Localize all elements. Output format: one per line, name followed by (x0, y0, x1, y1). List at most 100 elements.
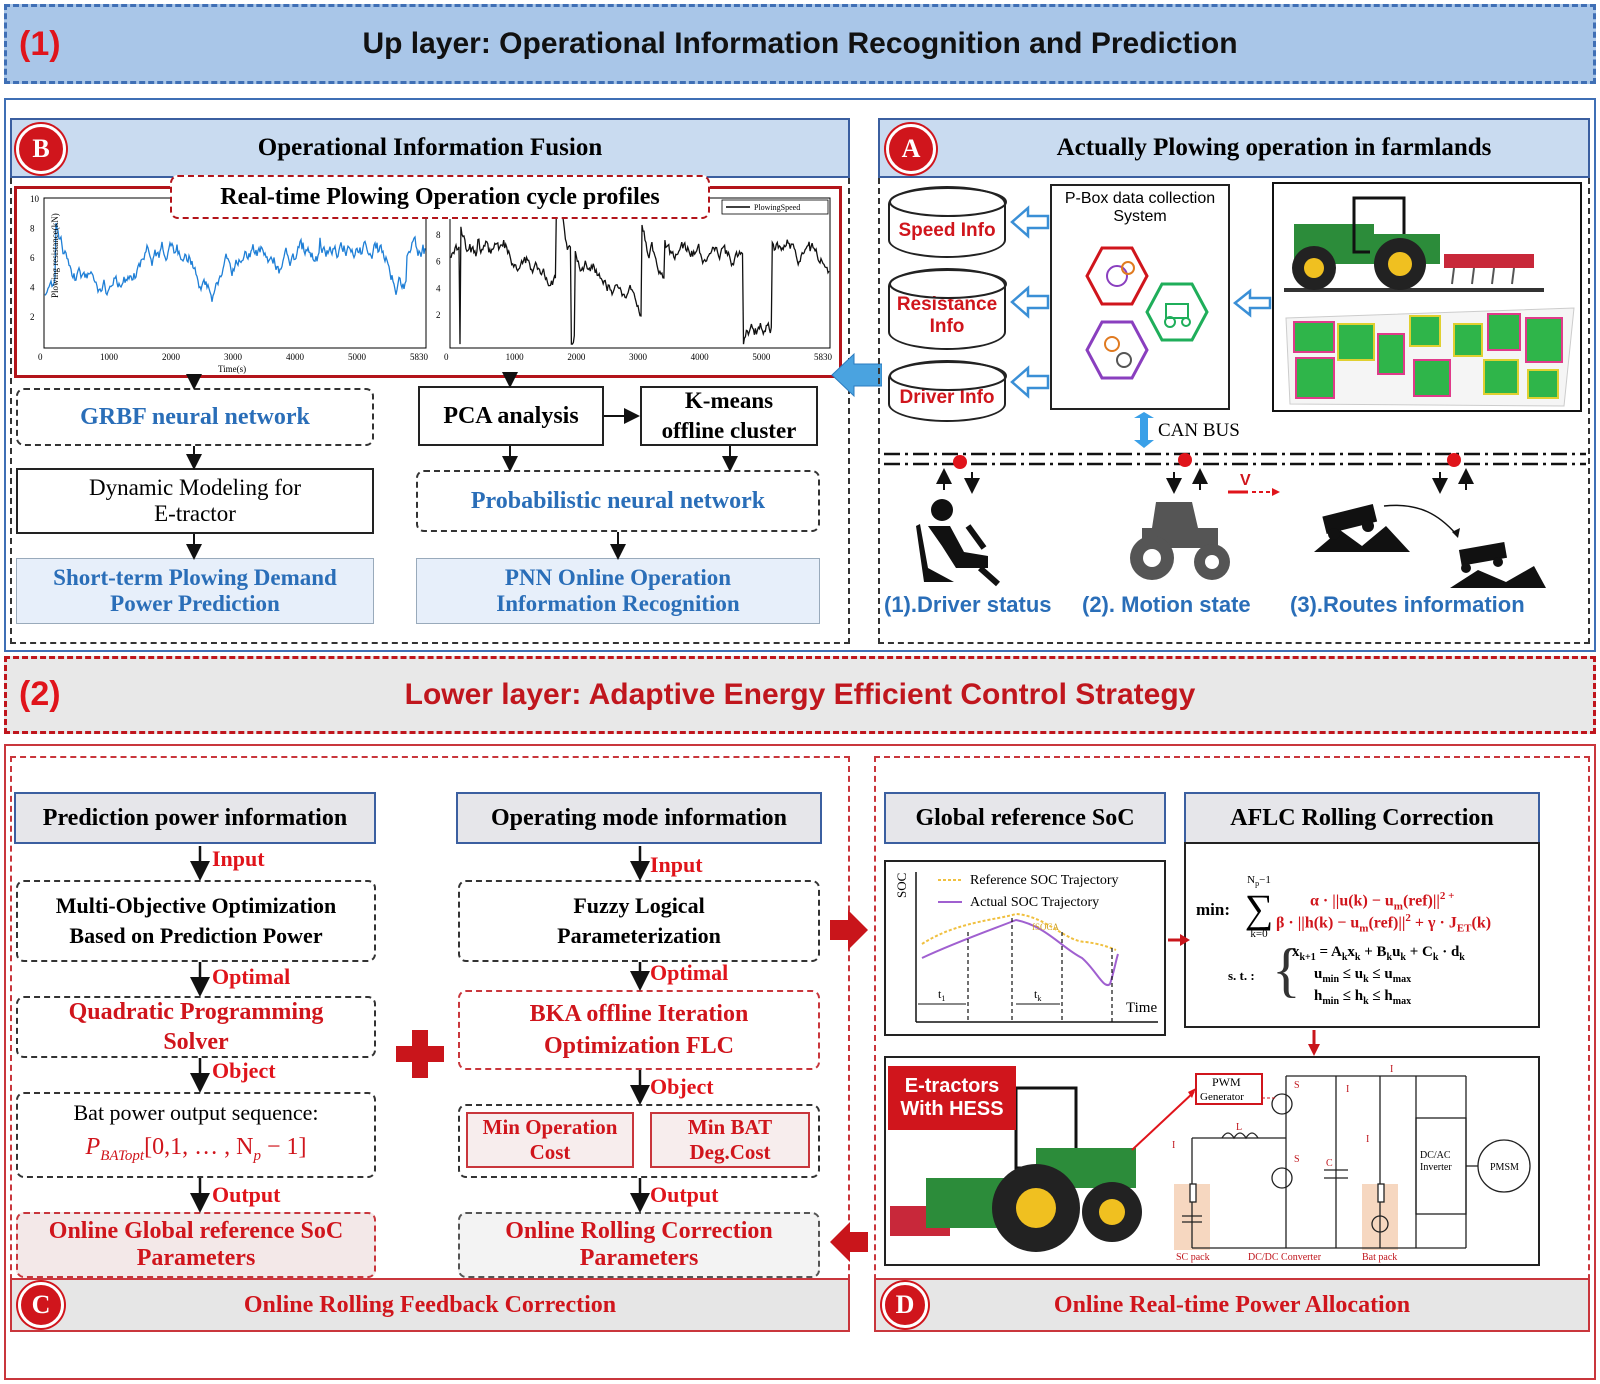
soc-trajectory-chart: SOC Time Reference SOC Trajectory Actual… (894, 872, 1158, 1023)
constraint-2: umin ≤ uk ≤ umax (1314, 966, 1412, 985)
resistance-line-2: Info (929, 316, 965, 337)
dyn-line-1: Dynamic Modeling for (88, 475, 302, 500)
sum-symbol: Np−1 ∑ k=0 (1242, 874, 1276, 941)
isc-label: I (1172, 1140, 1175, 1151)
st-label: s. t. : (1228, 968, 1255, 983)
panel-c-footer-label: Online Rolling Feedback Correction (243, 1291, 617, 1318)
plus-icon (396, 1030, 444, 1078)
op-mode-header: Operating mode information (456, 792, 822, 844)
right-yticks-tick: 4 (436, 283, 441, 293)
t1-label: t1 (938, 987, 945, 1003)
left-xticks-tick: 4000 (286, 352, 305, 362)
dcdc-label: DC/DC Converter (1248, 1252, 1322, 1263)
qp-line-1: Quadratic Programming (68, 999, 324, 1025)
ic-label: I (1346, 1084, 1349, 1095)
cloud-icon (1106, 265, 1128, 287)
soc-trajectory-box: SOC Time Reference SOC Trajectory Actual… (884, 860, 1166, 1036)
bka-box: BKA offline Iteration Optimization FLC (458, 990, 820, 1070)
speed-info-label: Speed Info (898, 220, 996, 241)
up-layer-title: Up layer: Operational Information Recogn… (362, 27, 1238, 60)
aflc-formula-box: min: Np−1 ∑ k=0 α · ||u(k) − um(ref)||2 … (1184, 842, 1540, 1028)
left-xticks-tick: 2000 (162, 352, 181, 362)
min-bat-line-2: Deg.Cost (689, 1140, 771, 1164)
min-label: min: (1196, 900, 1230, 919)
left-xticks-tick: 0 (38, 352, 43, 362)
s1-label: S (1294, 1080, 1300, 1091)
pwm-line-1: PWM (1212, 1075, 1241, 1089)
motion-state-label: (2). Motion state (1082, 592, 1251, 617)
inductor-label: L (1236, 1122, 1242, 1133)
bat-seq-label: Bat power output sequence: (73, 1100, 319, 1125)
panel-b-badge: B (16, 124, 66, 174)
fuzzy-line-2: Parameterization (557, 923, 721, 948)
rolling-params-box: Online Rolling Correction Parameters (458, 1212, 820, 1278)
object-label-right: Object (650, 1074, 714, 1099)
short-line-1: Short-term Plowing Demand (53, 565, 337, 590)
constraint-3: hmin ≤ hk ≤ hmax (1314, 988, 1412, 1007)
lower-layer-title: Lower layer: Adaptive Energy Efficient C… (404, 678, 1196, 711)
output-label-left: Output (212, 1182, 281, 1207)
global-soc-header: Global reference SoC (884, 792, 1166, 844)
qp-line-2: Solver (163, 1029, 229, 1055)
pbox-line-1: P-Box data collection (1064, 190, 1216, 207)
sum-bottom: k=0 (1250, 928, 1268, 941)
pnn-online-line-1: PNN Online Operation (504, 565, 732, 590)
right-yticks-tick: 2 (436, 310, 441, 320)
tractor-field-image (1272, 182, 1582, 412)
min-operation-cost-box: Min Operation Cost (466, 1112, 634, 1168)
left-yticks-tick: 6 (30, 253, 35, 263)
moo-line-1: Multi-Objective Optimization (55, 893, 337, 918)
bat-seq-box: Bat power output sequence: PBATopt[0,1, … (16, 1092, 376, 1178)
left-xticks-tick: 1000 (100, 352, 119, 362)
output-label-right: Output (650, 1182, 719, 1207)
ref-traj-legend: Reference SOC Trajectory (970, 873, 1119, 888)
panel-c-footer: Online Rolling Feedback Correction (10, 1278, 850, 1332)
left-xticks-tick: 5830 (410, 352, 429, 362)
objective-line-1: α · ||u(k) − um(ref)||2 + (1310, 890, 1455, 913)
kmeans-line-2: offline cluster (661, 418, 797, 443)
constraint-1: xk+1 = Akxk + Bkuk + Ck · dk (1292, 944, 1465, 963)
pbox-hexagons (1085, 246, 1209, 380)
driver-status-label: (1).Driver status (884, 592, 1052, 617)
moo-box: Multi-Objective Optimization Based on Pr… (16, 880, 376, 962)
speed-info-cylinder: Speed Info (888, 186, 1006, 258)
time-axis-label: Time (1126, 1000, 1157, 1016)
left-yticks-tick: 2 (30, 312, 35, 322)
pnn-box: Probabilistic neural network (416, 470, 820, 532)
min-bat-cost-box: Min BAT Deg.Cost (650, 1112, 810, 1168)
capacitor-label: C (1326, 1158, 1333, 1169)
sum-top: Np−1 (1247, 874, 1271, 889)
moo-line-2: Based on Prediction Power (69, 923, 323, 948)
soc-axis-label: SOC (894, 873, 909, 898)
c-to-d-arrow (830, 910, 868, 950)
info-flow-arrows (1010, 205, 1050, 399)
min-bat-line-1: Min BAT (687, 1115, 773, 1139)
database-icon (1121, 261, 1135, 275)
right-xticks-tick: 5830 (814, 352, 833, 362)
lower-layer-banner: (2) Lower layer: Adaptive Energy Efficie… (4, 656, 1596, 734)
bka-line-1: BKA offline Iteration (529, 1001, 749, 1027)
right-xticks-tick: 5000 (752, 352, 771, 362)
panel-b-arrows (186, 372, 738, 560)
lower-layer-frame (4, 744, 1596, 1380)
driver-info-cylinder: Driver Info (888, 360, 1006, 422)
objective-line-2: β · ||h(k) − um(ref)||2 + γ · JET(k) (1276, 912, 1492, 935)
fuzzy-box: Fuzzy Logical Parameterization (458, 880, 820, 962)
lower-layer-number: (2) (19, 675, 61, 713)
speed-legend: PlowingSpeed (754, 203, 800, 212)
tractor-to-pbox-arrow (1232, 288, 1272, 318)
pbox-line-2: System (1113, 208, 1167, 225)
pmsm-label: PMSM (1490, 1162, 1519, 1173)
panel-d-badge: D (882, 1282, 928, 1328)
min-op-line-1: Min Operation (482, 1115, 618, 1139)
optimal-label-right: Optimal (650, 960, 729, 985)
d-to-c-arrow (830, 1222, 868, 1262)
can-bus-label: CAN BUS (1158, 420, 1240, 441)
rolling-params-line-2: Parameters (579, 1245, 699, 1271)
dcac-line-1: DC/AC (1420, 1150, 1451, 1161)
driver-icon (916, 499, 1000, 587)
left-xticks-tick: 5000 (348, 352, 367, 362)
